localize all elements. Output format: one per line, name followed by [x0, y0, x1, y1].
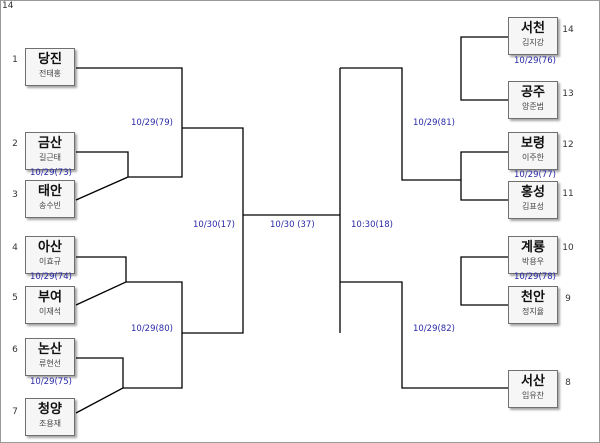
team-rep: 임유찬: [521, 391, 545, 400]
team-seosan[interactable]: 서산 임유찬: [508, 370, 558, 408]
team-buyeo[interactable]: 부여 이재석: [25, 286, 75, 324]
match-label-left-lower-r2: 10/29(80): [131, 324, 173, 334]
team-name: 서천: [521, 21, 545, 36]
seed-hongseong: 11: [562, 189, 574, 199]
team-name: 서산: [521, 374, 545, 389]
match-label-right-lower-r2: 10/29(82): [413, 324, 455, 334]
team-hongseong[interactable]: 홍성 김표성: [508, 181, 558, 219]
team-rep: 조용재: [38, 419, 62, 428]
seed-geumsan: 2: [12, 139, 18, 149]
team-name: 공주: [521, 85, 545, 100]
team-nonsan[interactable]: 논산 류현선: [25, 338, 75, 376]
team-seocheon[interactable]: 서천 김지강: [508, 17, 558, 55]
team-rep: 김지강: [521, 38, 545, 47]
line-right-lower-r2: [340, 281, 508, 389]
seed-seocheon: 14: [562, 25, 574, 35]
match-label-left-upper-r2: 10/29(79): [131, 118, 173, 128]
team-name: 태안: [38, 184, 62, 199]
line-seocheon-gongju: [460, 36, 508, 101]
team-rep: 이효규: [38, 257, 62, 266]
line-nonsan: [75, 357, 124, 414]
seed-gongju: 13: [562, 89, 574, 99]
seed-dangjin: 1: [12, 55, 18, 65]
team-rep: 양준범: [521, 102, 545, 111]
line-left-semi: [182, 127, 244, 334]
team-rep: 김표성: [521, 202, 545, 211]
line-gyeryong-cheonan: [460, 256, 508, 306]
team-rep: 박용우: [521, 257, 545, 266]
seed-taean: 3: [12, 190, 18, 200]
line-right-upper-r2: [340, 67, 461, 181]
team-name: 보령: [521, 136, 545, 151]
seed-gyeryong: 10: [562, 243, 574, 253]
line-left-upper-r2: [128, 128, 183, 178]
team-rep: 류현선: [38, 359, 62, 368]
match-label-nonsan-cheongyang: 10/29(75): [30, 377, 72, 387]
match-label-boryeong-hongseong: 10/29(77): [514, 170, 556, 180]
seed-cheonan: 9: [565, 294, 571, 304]
team-cheonan[interactable]: 천안 정지율: [508, 286, 558, 324]
seed-cheongyang: 7: [12, 407, 18, 417]
team-rep: 길근태: [38, 153, 62, 162]
match-label-right-upper-r2: 10/29(81): [413, 118, 455, 128]
team-rep: 전태홍: [38, 69, 62, 78]
team-name: 계룡: [521, 240, 545, 255]
seed-nonsan: 6: [12, 345, 18, 355]
team-gongju[interactable]: 공주 양준범: [508, 81, 558, 119]
match-label-geumsan-taean: 10/29(73): [30, 168, 72, 178]
team-name: 아산: [38, 240, 62, 255]
team-dangjin[interactable]: 당진 전태홍: [25, 48, 75, 86]
team-name: 청양: [38, 402, 62, 417]
line-boryeong-hongseong: [460, 151, 508, 201]
team-name: 논산: [38, 342, 62, 357]
team-name: 당진: [38, 52, 62, 67]
team-rep: 송수빈: [38, 201, 62, 210]
team-taean[interactable]: 태안 송수빈: [25, 180, 75, 218]
seed-boryeong: 12: [562, 140, 574, 150]
seed-seosan: 8: [565, 378, 571, 388]
team-rep: 정지율: [521, 307, 545, 316]
seed-asan: 4: [12, 243, 18, 253]
corner-label: 14: [2, 1, 14, 11]
match-label-right-semi: 10:30(18): [351, 220, 393, 230]
match-label-left-semi: 10/30(17): [193, 220, 235, 230]
team-name: 부여: [38, 290, 62, 305]
match-label-asan-buyeo: 10/29(74): [30, 272, 72, 282]
team-geumsan[interactable]: 금산 길근태: [25, 132, 75, 170]
team-boryeong[interactable]: 보령 이주한: [508, 132, 558, 170]
team-name: 홍성: [521, 185, 545, 200]
team-name: 금산: [38, 136, 62, 151]
match-label-gyeryong-cheonan: 10/29(78): [514, 272, 556, 282]
line-dangjin: [76, 67, 183, 128]
line-asan: [75, 256, 127, 306]
team-cheongyang[interactable]: 청양 조용재: [25, 398, 75, 436]
team-asan[interactable]: 아산 이효규: [25, 236, 75, 274]
line-left-lower-r2: [123, 281, 183, 389]
seed-buyeo: 5: [12, 293, 18, 303]
team-name: 천안: [521, 290, 545, 305]
team-rep: 이재석: [38, 307, 62, 316]
team-gyeryong[interactable]: 계룡 박용우: [508, 236, 558, 274]
match-label-final: 10/30 (37): [270, 220, 315, 230]
line-geumsan: [75, 151, 129, 201]
team-rep: 이주한: [521, 153, 545, 162]
match-label-seocheon-gongju: 10/29(76): [514, 56, 556, 66]
